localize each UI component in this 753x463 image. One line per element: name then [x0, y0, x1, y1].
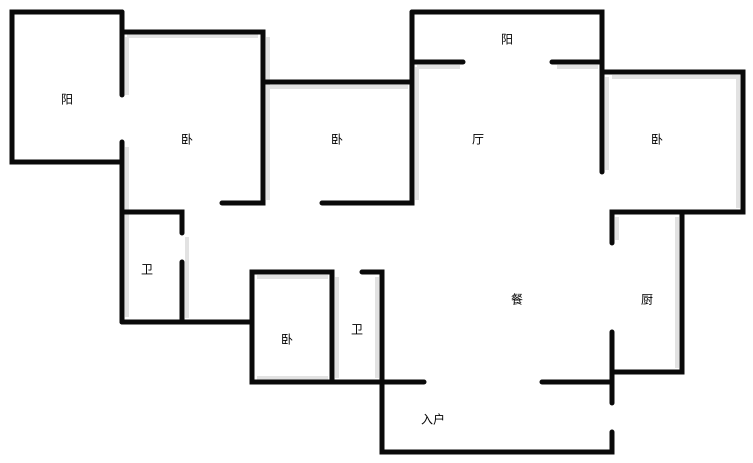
wall-balcony-left: [9, 9, 125, 165]
label-living-room: 厅: [472, 133, 484, 147]
wall-bedroom2-bottom: [319, 9, 415, 206]
label-bedroom-1: 卧: [181, 133, 193, 147]
wall-bedroom4: [249, 269, 335, 385]
wall-balcony-top: [409, 9, 605, 175]
wall-bathroom1: [119, 209, 185, 236]
wall-bedroom1-top: [119, 29, 266, 206]
label-dining: 餐: [511, 292, 523, 307]
label-entrance: 入户: [421, 412, 445, 427]
label-bathroom-2: 卫: [351, 323, 363, 337]
wall-bedroom3: [599, 69, 746, 246]
room-labels: 阳 卧 卧 厅 阳 卧 卫 卧 卫 餐 厨 入户: [61, 33, 663, 427]
wall-kitchen: [609, 209, 685, 375]
label-bathroom-1: 卫: [141, 263, 153, 277]
label-kitchen: 厨: [641, 293, 653, 307]
label-balcony-top: 阳: [501, 33, 513, 47]
label-balcony-left: 阳: [61, 93, 73, 107]
label-bedroom-3: 卧: [651, 133, 663, 147]
label-bedroom-2: 卧: [331, 133, 343, 147]
label-bedroom-4: 卧: [281, 333, 293, 347]
wall-bathroom2: [359, 269, 615, 455]
wall-shadows: [125, 34, 740, 380]
walls: [9, 9, 746, 455]
